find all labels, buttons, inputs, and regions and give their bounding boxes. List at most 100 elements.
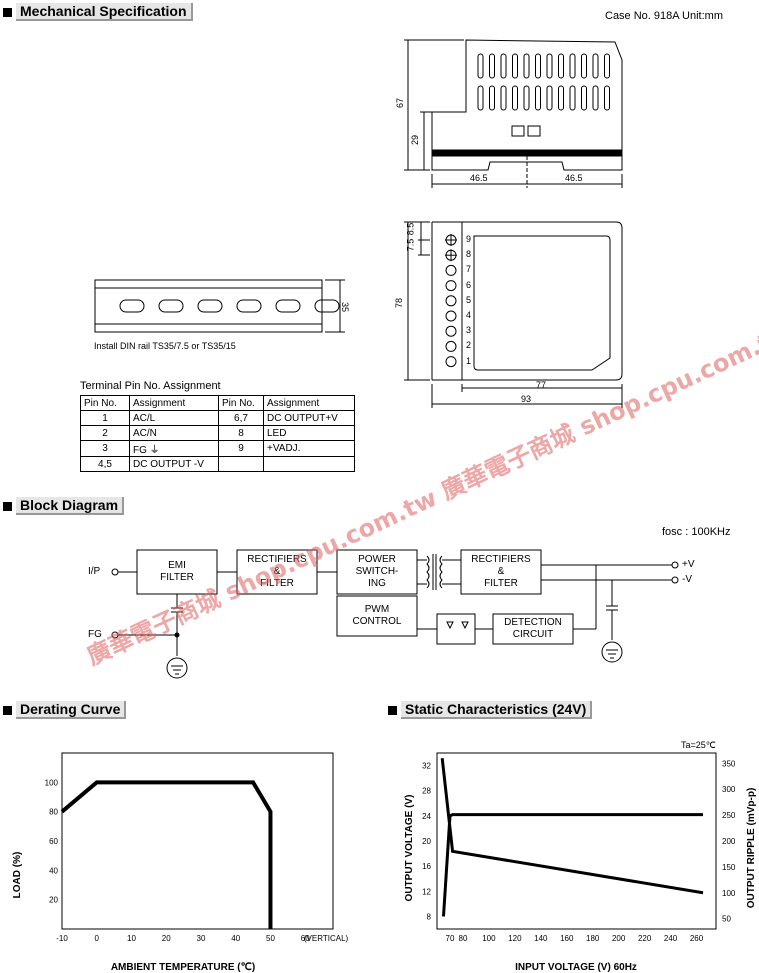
- x-tick-label: 30: [197, 934, 206, 943]
- vent-slot: [569, 85, 576, 111]
- bullet-square-icon: [388, 705, 397, 715]
- vent-slot: [489, 53, 495, 79]
- derating-ylabel: LOAD (%): [12, 852, 23, 899]
- vent-slot: [569, 53, 576, 79]
- terminal-screw: [445, 356, 457, 368]
- y-right-tick-label: 300: [722, 785, 736, 794]
- rail-caption: Install DIN rail TS35/7.5 or TS35/15: [94, 341, 236, 351]
- header-cell: Pin No.: [80, 395, 130, 411]
- rail-slot: [314, 299, 340, 313]
- terminal-screw: [445, 310, 457, 322]
- output-voltage-line: [441, 813, 704, 917]
- rail-slot: [275, 299, 301, 313]
- vent-slot: [477, 85, 484, 111]
- static-ylabel-right: OUTPUT RIPPLE (mVp-p): [746, 788, 757, 909]
- bullet-square-icon: [3, 705, 12, 715]
- fosc-label: fosc : 100KHz: [662, 526, 731, 538]
- pin-number-label: 7: [466, 264, 472, 275]
- vent-slot: [535, 53, 541, 79]
- vent-slot: [604, 85, 610, 111]
- y-right-tick-label: 100: [722, 889, 736, 898]
- static-ylabel-left: OUTPUT VOLTAGE (V): [404, 795, 415, 902]
- pin-number-label: 4: [466, 310, 472, 320]
- vplus-label: +V: [682, 559, 695, 570]
- static-xlabel: INPUT VOLTAGE (V) 60Hz: [515, 962, 637, 973]
- rect2-label: RECTIFIERS&FILTER: [471, 554, 531, 589]
- x-tick-label: 260: [690, 934, 704, 943]
- vent-slot: [546, 53, 553, 79]
- y-left-tick-label: 28: [422, 787, 431, 796]
- dim-67: 67: [395, 97, 406, 109]
- dim-29: 29: [410, 134, 421, 146]
- pin-number-label: 1: [466, 355, 472, 366]
- dim-46-5-right: 46.5: [565, 173, 583, 183]
- terminal-screw: [445, 340, 457, 352]
- vent-slot: [581, 53, 587, 79]
- vent-slot: [546, 85, 553, 111]
- terminal-title: Terminal Pin No. Assignment: [80, 380, 221, 392]
- vent-slot: [592, 85, 599, 111]
- static-plot-area: [436, 752, 717, 930]
- y-left-tick-label: 12: [422, 887, 431, 896]
- rail-slot: [119, 299, 145, 313]
- top-view-label: [473, 235, 611, 371]
- dim-7-5: 7.5: [405, 238, 416, 252]
- bullet-square-icon: [3, 501, 12, 511]
- header-cell: Assignment: [263, 395, 355, 411]
- y-left-tick-label: 16: [422, 862, 431, 871]
- y-right-tick-label: 350: [722, 759, 736, 768]
- y-right-tick-label: 150: [722, 863, 736, 872]
- dim-35: 35: [340, 301, 351, 313]
- vminus-label: -V: [682, 574, 692, 585]
- pin-number-label: 5: [466, 294, 472, 305]
- header-cell: Assignment: [129, 395, 219, 411]
- y-tick-label: 20: [49, 896, 58, 905]
- case-info: Case No. 918A Unit:mm: [605, 10, 723, 22]
- x-tick-label: -10: [56, 934, 68, 943]
- x-tick-label: 220: [638, 934, 652, 943]
- x-tick-label: 80: [459, 934, 468, 943]
- front-view-outline: [431, 39, 623, 151]
- pin-number-label: 9: [466, 234, 472, 244]
- vent-slot: [512, 85, 518, 111]
- y-left-tick-label: 20: [422, 837, 431, 846]
- vent-slot: [535, 85, 541, 111]
- dim-77: 77: [536, 380, 547, 390]
- watermark: 廣華電子商城 shop.cpu.com.tw 廣華電子商城 shop.cpu.c…: [82, 318, 759, 671]
- x-tick-label: 40: [231, 934, 240, 943]
- section-mechanical: Mechanical Specification: [3, 3, 193, 21]
- x-tick-label: 0: [95, 934, 100, 943]
- x-tick-label: 100: [482, 934, 496, 943]
- ip-label: I/P: [88, 566, 101, 577]
- optocoupler-box: [436, 613, 476, 645]
- y-tick-label: 100: [45, 778, 59, 787]
- vent-slot: [523, 53, 530, 79]
- vent-slot: [477, 53, 484, 79]
- dim-8-5: 8.5: [405, 222, 416, 236]
- y-tick-label: 60: [49, 837, 58, 846]
- derating-xlabel: AMBIENT TEMPERATURE (℃): [111, 962, 255, 973]
- x-tick-label: 70: [446, 934, 455, 943]
- led-window: [511, 125, 525, 137]
- rect1-label: RECTIFIERS&FILTER: [247, 554, 307, 589]
- terminal-screw: [445, 249, 457, 261]
- y-right-tick-label: 200: [722, 837, 736, 846]
- section-static: Static Characteristics (24V): [388, 701, 593, 719]
- x-tick-label: 60: [301, 934, 310, 943]
- x-tick-label: 200: [612, 934, 626, 943]
- x-tick-label: 140: [534, 934, 548, 943]
- terminal-screw: [445, 264, 457, 276]
- vent-slot: [489, 85, 495, 111]
- top-view-outline: [461, 221, 623, 381]
- pin-number-label: 6: [466, 279, 472, 290]
